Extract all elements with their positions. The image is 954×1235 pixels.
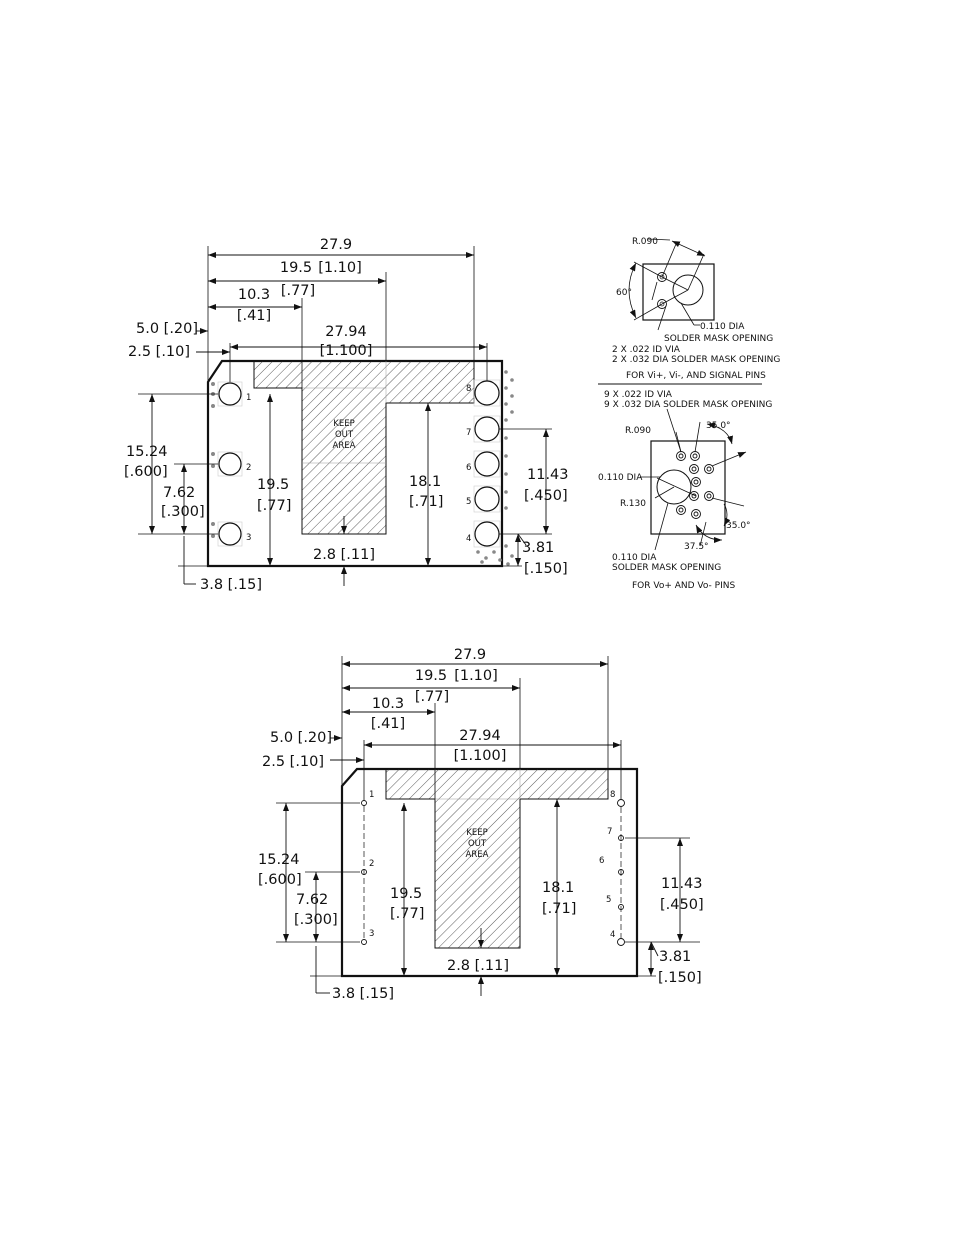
- dim-pin1-to-pin3: 15.24: [258, 852, 300, 868]
- pin-label-4: 4: [610, 930, 615, 940]
- keepout-label-1: KEEP: [333, 419, 354, 429]
- power-dia-bottom: 0.110 DIA: [612, 553, 657, 563]
- pin-label-3: 3: [369, 929, 374, 939]
- dim-keepout-height: 19.5: [257, 477, 289, 493]
- dim-pin4-to-edge: 3.81: [659, 949, 691, 965]
- signal-via-mask: 2 X .032 DIA SOLDER MASK OPENING: [612, 355, 780, 365]
- dim-overall-width-in: [1.10]: [454, 668, 498, 684]
- keepout-area: [253, 360, 475, 535]
- pin-label-1: 1: [246, 393, 251, 403]
- keepout-label-3: AREA: [466, 850, 489, 860]
- pin-label-5: 5: [466, 497, 471, 507]
- dim-pin2-to-pin3-in: [.300]: [161, 504, 205, 520]
- pin-label-2: 2: [246, 463, 251, 473]
- dim-pin-span: 27.94: [459, 728, 501, 744]
- pin-label-3: 3: [246, 533, 251, 543]
- dim-pin7-to-pin4: 11.43: [661, 876, 703, 892]
- dim-keepout-width: 19.5: [280, 260, 312, 276]
- left-pads: [217, 381, 243, 547]
- dim-pin7-to-pin4: 11.43: [527, 467, 569, 483]
- pin-label-6: 6: [466, 463, 471, 473]
- dim-right-keepout-height: 18.1: [409, 474, 441, 490]
- power-radius: R.090: [625, 426, 651, 436]
- dim-keepout-offset: 10.3: [238, 287, 270, 303]
- power-dia-left: 0.110 DIA: [598, 473, 643, 483]
- dim-pin4-to-edge-in: [.150]: [524, 561, 568, 577]
- keepout-label-2: OUT: [468, 839, 487, 849]
- dim-pin3-to-edge: 3.8 [.15]: [332, 986, 394, 1002]
- pin-label-7: 7: [466, 428, 471, 438]
- signal-via: 2 X .022 ID VIA: [612, 345, 681, 355]
- signal-dia: 0.110 DIA: [700, 322, 745, 332]
- power-caption: FOR Vo+ AND Vo- PINS: [632, 581, 735, 591]
- dim-keepout-offset-in: [.41]: [237, 308, 271, 324]
- dim-keepout-width-in: [.77]: [281, 283, 315, 299]
- dim-pin-offset-x: 5.0 [.20]: [136, 321, 198, 337]
- dim-right-keepout-height-in: [.71]: [542, 901, 576, 917]
- dim-pin-span-in: [1.100]: [320, 343, 373, 359]
- keepout-label-3: AREA: [333, 441, 356, 451]
- dim-keepout-bottom-gap: 2.8 [.11]: [313, 547, 375, 563]
- dim-keepout-height-in: [.77]: [390, 906, 424, 922]
- dim-pin1-to-pin3-in: [.600]: [258, 872, 302, 888]
- board-outline: [206, 359, 504, 568]
- keepout-area: [385, 768, 609, 949]
- right-pads: [473, 379, 501, 548]
- power-mask: SOLDER MASK OPENING: [612, 563, 721, 573]
- keepout-label-1: KEEP: [466, 828, 487, 838]
- dim-pin7-to-pin4-in: [.450]: [660, 897, 704, 913]
- dim-keepout-width-in: [.77]: [415, 689, 449, 705]
- dim-right-keepout-height: 18.1: [542, 880, 574, 896]
- top-footprint: KEEP OUT AREA: [124, 237, 569, 593]
- dim-pin4-to-edge: 3.81: [522, 540, 554, 556]
- power-via-mask: 9 X .032 DIA SOLDER MASK OPENING: [604, 400, 772, 410]
- dim-pin1-to-pin3: 15.24: [126, 444, 168, 460]
- dim-overall-width-in: [1.10]: [318, 260, 362, 276]
- dim-keepout-offset: 10.3: [372, 696, 404, 712]
- power-angle-right: 35.0°: [726, 521, 751, 531]
- dim-pin-offset-x2: 2.5 [.10]: [262, 754, 324, 770]
- power-angle-top: 35.0°: [706, 421, 731, 431]
- dim-pin-offset-x2: 2.5 [.10]: [128, 344, 190, 360]
- dim-overall-width: 27.9: [454, 647, 486, 663]
- power-angle-bottom: 37.5°: [684, 542, 709, 552]
- signal-radius: R.090: [632, 237, 658, 247]
- dim-keepout-width: 19.5: [415, 668, 447, 684]
- signal-mask: SOLDER MASK OPENING: [664, 334, 773, 344]
- power-radius2: R.130: [620, 499, 646, 509]
- pin-label-7: 7: [607, 827, 612, 837]
- signal-angle: 60°: [616, 288, 632, 298]
- dim-pin1-to-pin3-in: [.600]: [124, 464, 168, 480]
- dim-pin7-to-pin4-in: [.450]: [524, 488, 568, 504]
- dim-pin2-to-pin3: 7.62: [296, 892, 328, 908]
- pin-label-6: 6: [599, 856, 604, 866]
- pin-label-1: 1: [369, 790, 374, 800]
- dim-keepout-height-in: [.77]: [257, 498, 291, 514]
- signal-caption: FOR Vi+, Vi-, AND SIGNAL PINS: [626, 371, 766, 381]
- dim-keepout-height: 19.5: [390, 886, 422, 902]
- dim-pin-span-in: [1.100]: [454, 748, 507, 764]
- pin-label-2: 2: [369, 859, 374, 869]
- pin-label-4: 4: [466, 534, 471, 544]
- pin-label-8: 8: [610, 790, 615, 800]
- dim-pin4-to-edge-in: [.150]: [658, 970, 702, 986]
- board-outline: [340, 767, 639, 978]
- dim-overall-width: 27.9: [320, 237, 352, 253]
- dim-right-keepout-height-in: [.71]: [409, 494, 443, 510]
- pin-label-8: 8: [466, 384, 471, 394]
- dim-pin2-to-pin3: 7.62: [163, 485, 195, 501]
- dim-pin2-to-pin3-in: [.300]: [294, 912, 338, 928]
- keepout-label-2: OUT: [335, 430, 354, 440]
- detail-power-pad: 9 X .022 ID VIA 9 X .032 DIA SOLDER MASK…: [598, 390, 772, 591]
- dim-pin3-to-edge: 3.8 [.15]: [200, 577, 262, 593]
- dim-pin-offset-x: 5.0 [.20]: [270, 730, 332, 746]
- dim-pin-span: 27.94: [325, 324, 367, 340]
- bottom-footprint: KEEP OUT AREA 1 2 3 4 5 6 7 8: [258, 647, 704, 1002]
- dim-keepout-bottom-gap: 2.8 [.11]: [447, 958, 509, 974]
- power-via: 9 X .022 ID VIA: [604, 390, 673, 400]
- detail-signal-pad: R.090 60° 0.110 DIA SOLDER MASK OPENING …: [598, 237, 780, 385]
- dim-keepout-offset-in: [.41]: [371, 716, 405, 732]
- pin-label-5: 5: [606, 895, 611, 905]
